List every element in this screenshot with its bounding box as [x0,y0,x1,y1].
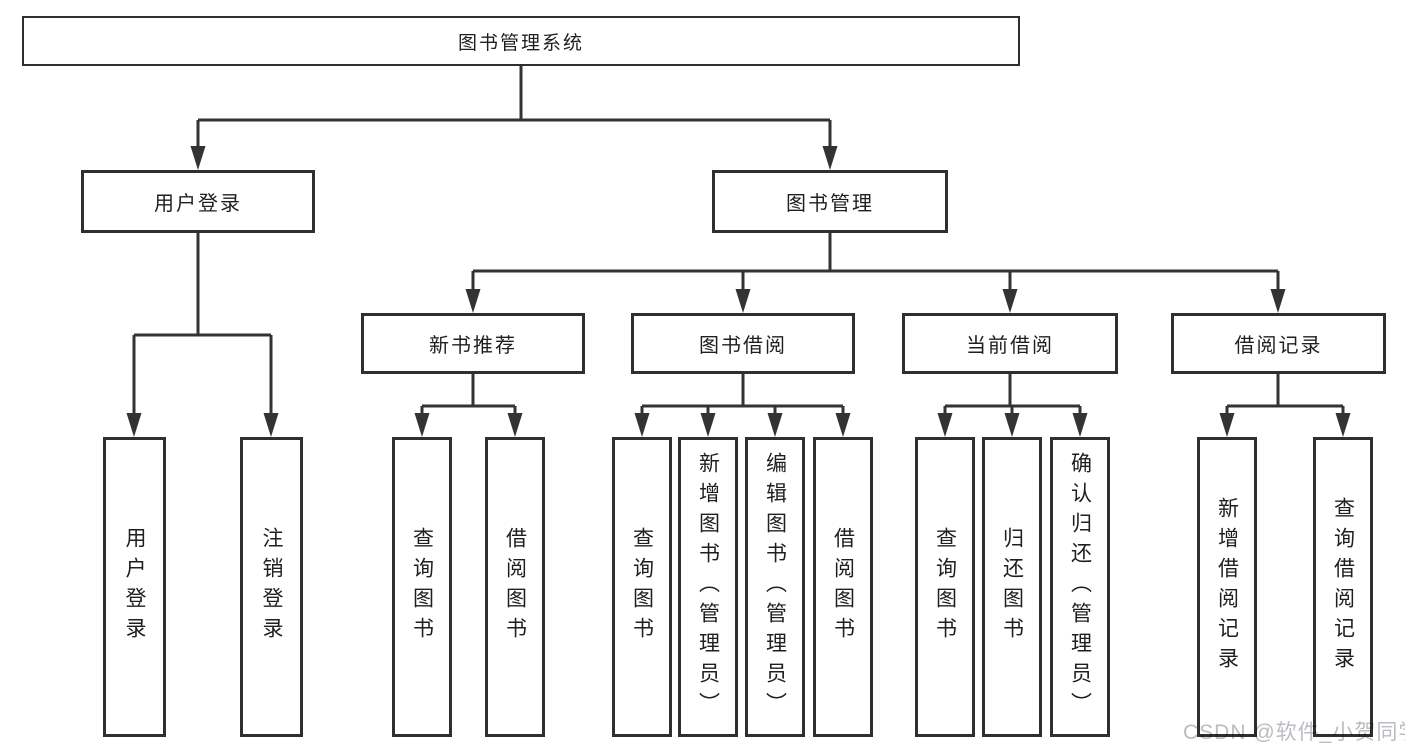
leaf-confirm-return-admin: 确认归还（管理员） [1050,437,1110,737]
arrowhead-icons [126,146,1351,437]
node-label: 确认归还（管理员） [1068,452,1092,722]
leaf-edit-book-admin: 编辑图书（管理员） [745,437,805,737]
node-label: 查询图书 [410,527,434,647]
leaf-return-books: 归还图书 [982,437,1042,737]
leaf-query-books-current: 查询图书 [915,437,975,737]
leaf-add-book-admin: 新增图书（管理员） [678,437,738,737]
node-label: 新增图书（管理员） [696,452,720,722]
node-label: 图书管理系统 [457,32,584,54]
node-label: 注销登录 [260,527,283,647]
node-label: 新增借阅记录 [1215,497,1239,677]
node-label: 图书借阅 [699,335,787,357]
node-label: 用户登录 [154,193,242,215]
node-label: 查询图书 [630,527,654,647]
leaf-add-borrow-record: 新增借阅记录 [1197,437,1257,737]
node-book-borrowing: 图书借阅 [631,313,855,374]
leaf-borrow-books-borrowing: 借阅图书 [813,437,873,737]
leaf-borrow-books-recommend: 借阅图书 [485,437,545,737]
node-label: 查询图书 [933,527,957,647]
leaf-query-books-borrowing: 查询图书 [612,437,672,737]
node-new-book-recommend: 新书推荐 [361,313,585,374]
leaf-query-borrow-record: 查询借阅记录 [1313,437,1373,737]
node-label: 借阅图书 [831,527,855,647]
node-label: 查询借阅记录 [1331,497,1355,677]
node-label: 当前借阅 [966,335,1054,357]
node-borrowing-records: 借阅记录 [1171,313,1386,374]
watermark: CSDN @软件_小贺同学 [1183,721,1405,744]
node-label: 借阅记录 [1234,335,1323,357]
leaf-logout: 注销登录 [240,437,303,737]
node-book-management-branch: 图书管理 [712,170,948,233]
node-label: 新书推荐 [429,335,517,357]
leaf-query-books-recommend: 查询图书 [392,437,452,737]
node-library-management-system: 图书管理系统 [22,16,1020,66]
node-label: 图书管理 [786,193,874,215]
node-current-borrowing: 当前借阅 [902,313,1118,374]
node-user-login-branch: 用户登录 [81,170,315,233]
node-label: 借阅图书 [503,527,527,647]
node-label: 编辑图书（管理员） [763,452,787,722]
node-label: 归还图书 [1000,527,1024,647]
leaf-user-login: 用户登录 [103,437,166,737]
node-label: 用户登录 [123,527,146,647]
